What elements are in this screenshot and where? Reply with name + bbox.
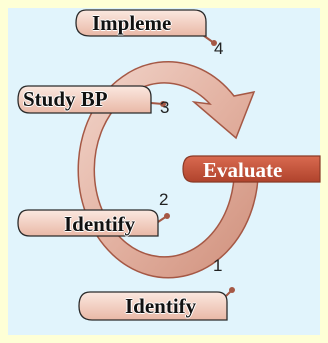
step-2-number: 2 (159, 190, 169, 209)
step-1-number: 1 (213, 256, 223, 275)
step-2-pill (17, 209, 159, 237)
cycle-ring (77, 60, 259, 279)
step-3-pill (17, 85, 152, 114)
step-4-label: Impleme (92, 11, 172, 35)
step-1-label: Identify (125, 294, 197, 318)
connectors (150, 32, 235, 297)
step-4-pill (75, 9, 207, 37)
step-2-label: Identify (64, 212, 136, 236)
step-3-number: 3 (160, 98, 170, 117)
evaluate-box (182, 155, 321, 183)
evaluate-label: Evaluate (203, 158, 283, 182)
step-1-pill (78, 291, 228, 321)
step-3-label: Study BP (23, 87, 108, 111)
step-4-number: 4 (214, 39, 224, 58)
